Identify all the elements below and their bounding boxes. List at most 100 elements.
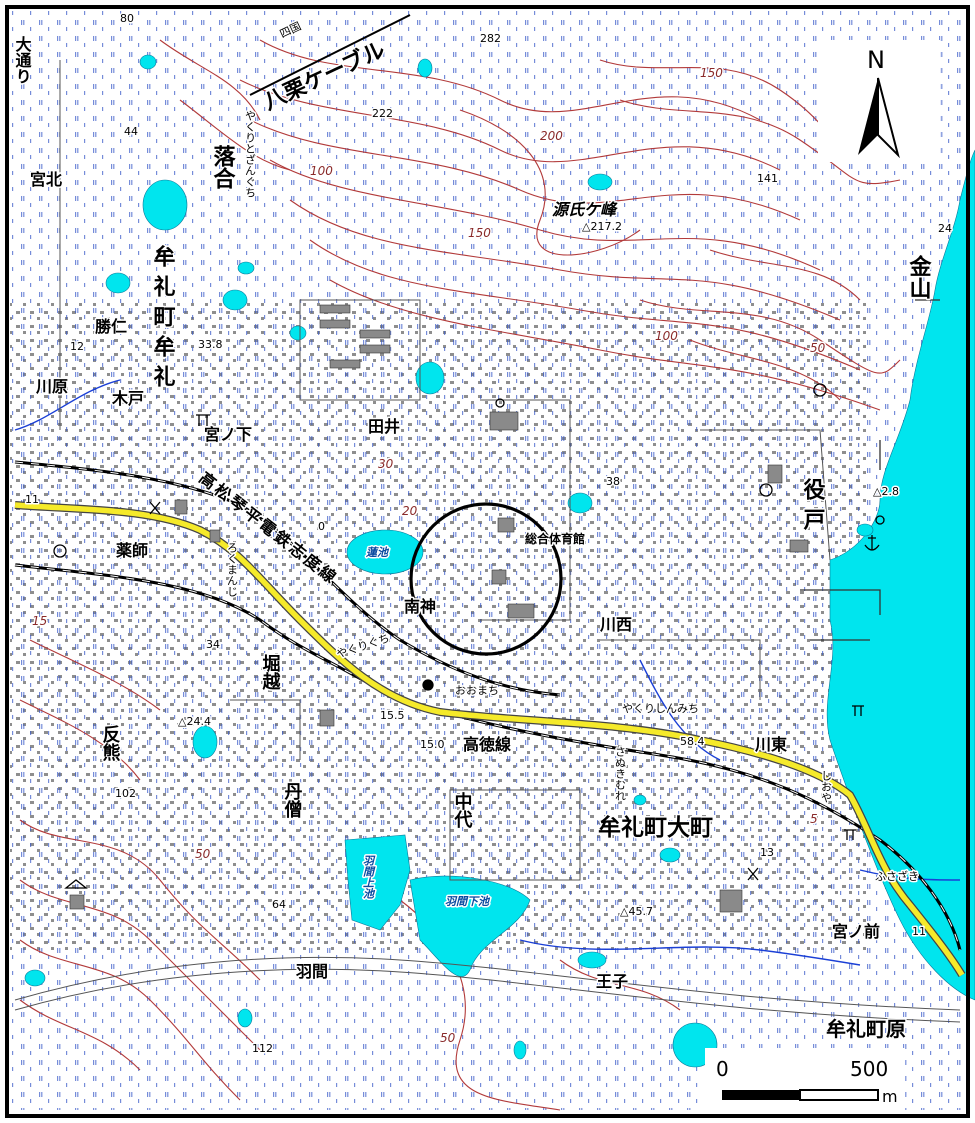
- museum-icon: [64, 879, 88, 889]
- label-kawahigashi: 川東: [754, 735, 787, 754]
- water-bodies: [24, 54, 975, 1068]
- elev-244: △24.4: [178, 715, 211, 728]
- elev-457: △45.7: [620, 905, 653, 918]
- label-miyanoshita: 宮ノ下: [204, 425, 252, 444]
- contour-100b: 100: [655, 329, 678, 343]
- contour-150b: 150: [468, 226, 491, 240]
- factory-icon-3: [53, 544, 67, 558]
- label-kotoku-line: 高徳線: [463, 735, 511, 754]
- label-nakashiro: 中代: [452, 791, 474, 829]
- label-ochiai: 落合: [210, 145, 236, 189]
- contour-labels: 150 200 100 150 100 50 30 20 50 15 5 50: [31, 65, 828, 1047]
- scale-bar: 0 500 m: [705, 1048, 905, 1110]
- label-rokumanji: ろくまんじ: [226, 542, 239, 597]
- label-sanuki-mure: さぬきむれ: [614, 746, 627, 801]
- elev-141: 141: [757, 172, 778, 185]
- label-habashita-ike: 羽間下池: [445, 895, 491, 908]
- label-miyakita: 宮北: [30, 170, 62, 189]
- elev-282: 282: [480, 32, 501, 45]
- north-label: N: [867, 46, 885, 74]
- north-arrow: N: [818, 40, 940, 162]
- elev-24: 24: [938, 222, 952, 235]
- elevation-labels: 80 282 222 44 141 △217.2 24 12 33.8 38 △…: [24, 11, 954, 1057]
- port-piers: [800, 299, 940, 641]
- highlight-circle: [409, 502, 563, 656]
- label-katsuni: 勝仁: [95, 317, 127, 336]
- elev-0: 0: [318, 520, 325, 533]
- contour-150a: 150: [700, 66, 723, 80]
- elev-150: 15.0: [420, 738, 445, 751]
- contour-100: 100: [310, 164, 333, 178]
- elev-34: 34: [206, 638, 220, 651]
- shrine-icon-3: [852, 705, 864, 716]
- elev-44: 44: [124, 125, 138, 138]
- contour-50: 50: [810, 341, 826, 355]
- label-rengeike: 蓮池: [366, 546, 390, 559]
- cable-car: [249, 14, 411, 96]
- buildings: [69, 304, 809, 913]
- police-icon: [149, 501, 161, 515]
- label-habaue-ike: 羽間上池: [361, 855, 375, 900]
- rengeike-pond: [346, 529, 424, 575]
- scale-zero: 0: [716, 1057, 729, 1081]
- label-tai: 田井: [368, 417, 400, 436]
- label-yakuri-tozan: やくりとざんぐち: [244, 110, 257, 198]
- school-icon: [422, 679, 434, 691]
- contour-50c: 50: [440, 1031, 456, 1045]
- elev-2: △2.8: [873, 485, 899, 498]
- contour-15: 15: [32, 614, 47, 628]
- temple-icon: [495, 398, 505, 408]
- label-horikoshi: 堀越: [260, 654, 282, 691]
- label-kanayama: 金山: [906, 254, 933, 299]
- label-murechou-omachi: 牟礼町大町: [598, 814, 713, 841]
- contour-5: 5: [810, 812, 818, 826]
- label-yakuri-shinmichi: やくりしんみち: [622, 702, 699, 715]
- main-road: [14, 501, 966, 978]
- label-sogo-taiikukan: 総合体育館: [525, 531, 585, 546]
- label-yakudo: 役戸: [800, 478, 826, 538]
- label-miyanomae: 宮ノ前: [832, 922, 880, 941]
- label-murechou-mure: 牟礼町牟礼: [150, 244, 176, 395]
- contour-lines: [19, 39, 956, 1111]
- elev-13: 13: [760, 846, 774, 859]
- factory-icon-2: [759, 483, 773, 497]
- label-sorikuma: 反熊: [100, 725, 121, 762]
- label-murechou-hara: 牟礼町原: [826, 1017, 906, 1041]
- map-frame: [5, 5, 970, 1118]
- label-haba: 羽間: [296, 962, 328, 981]
- label-fusazaki: ふさざき: [875, 869, 919, 883]
- elev-222: 222: [372, 107, 393, 120]
- shrine-icon: [196, 414, 210, 426]
- label-shimobarikitodori: 大通り: [13, 35, 32, 84]
- elev-33: 33.8: [198, 338, 223, 351]
- label-nisou: 丹僧: [282, 782, 303, 819]
- label-kawanishi: 川西: [599, 615, 632, 634]
- scale-unit: m: [882, 1087, 898, 1106]
- elev-112: 112: [252, 1042, 273, 1055]
- police-icon-2: [747, 867, 759, 881]
- elev-11: 11: [25, 493, 39, 506]
- contour-20: 20: [402, 504, 418, 518]
- contour-50b: 50: [195, 847, 211, 861]
- elev-12: 12: [70, 340, 84, 353]
- minor-roads: [14, 60, 961, 1023]
- elev-584: 58.4: [680, 735, 705, 748]
- shrine-icon-2: [844, 829, 856, 840]
- lighthouse-icon: [875, 515, 885, 525]
- label-kido: 木戸: [111, 389, 144, 408]
- factory-icon: [813, 383, 827, 397]
- habashita-pond: [409, 875, 531, 977]
- elev-80: 80: [120, 12, 134, 25]
- habaue-pond: [344, 834, 411, 931]
- label-genjigamine: 源氏ケ峰: [552, 200, 618, 219]
- label-shioya: しおや: [820, 770, 833, 803]
- label-kawahara: 川原: [35, 377, 68, 396]
- elev-217: △217.2: [582, 220, 622, 233]
- elev-102: 102: [115, 787, 136, 800]
- label-minamigami: 南神: [404, 597, 436, 616]
- rivers: [14, 379, 961, 966]
- label-yakushi: 薬師: [115, 541, 148, 560]
- map-symbols: [53, 383, 885, 889]
- elev-11b: 11: [912, 925, 926, 938]
